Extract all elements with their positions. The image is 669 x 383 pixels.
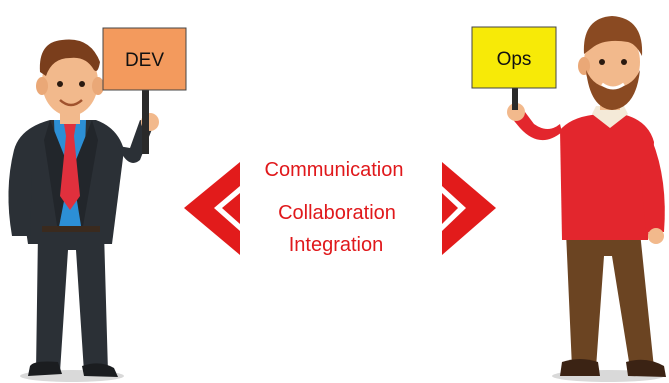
ops-sign-stick (512, 80, 518, 110)
label-communication: Communication (264, 159, 404, 181)
left-arrow (184, 162, 240, 255)
right-arrow (442, 162, 496, 255)
label-integration: Integration (288, 234, 384, 256)
ops-person (507, 16, 666, 382)
ops-sign-label: Ops (497, 49, 532, 70)
dev-sign-board (102, 27, 187, 91)
dev-person (8, 39, 159, 382)
dev-sign-stick (142, 70, 149, 154)
label-collaboration: Collaboration (278, 202, 396, 224)
ops-sign: Ops (471, 26, 557, 110)
ops-sign-board (471, 26, 557, 89)
dev-sign-label: DEV (125, 50, 164, 71)
dev-sign: DEV (102, 27, 187, 154)
